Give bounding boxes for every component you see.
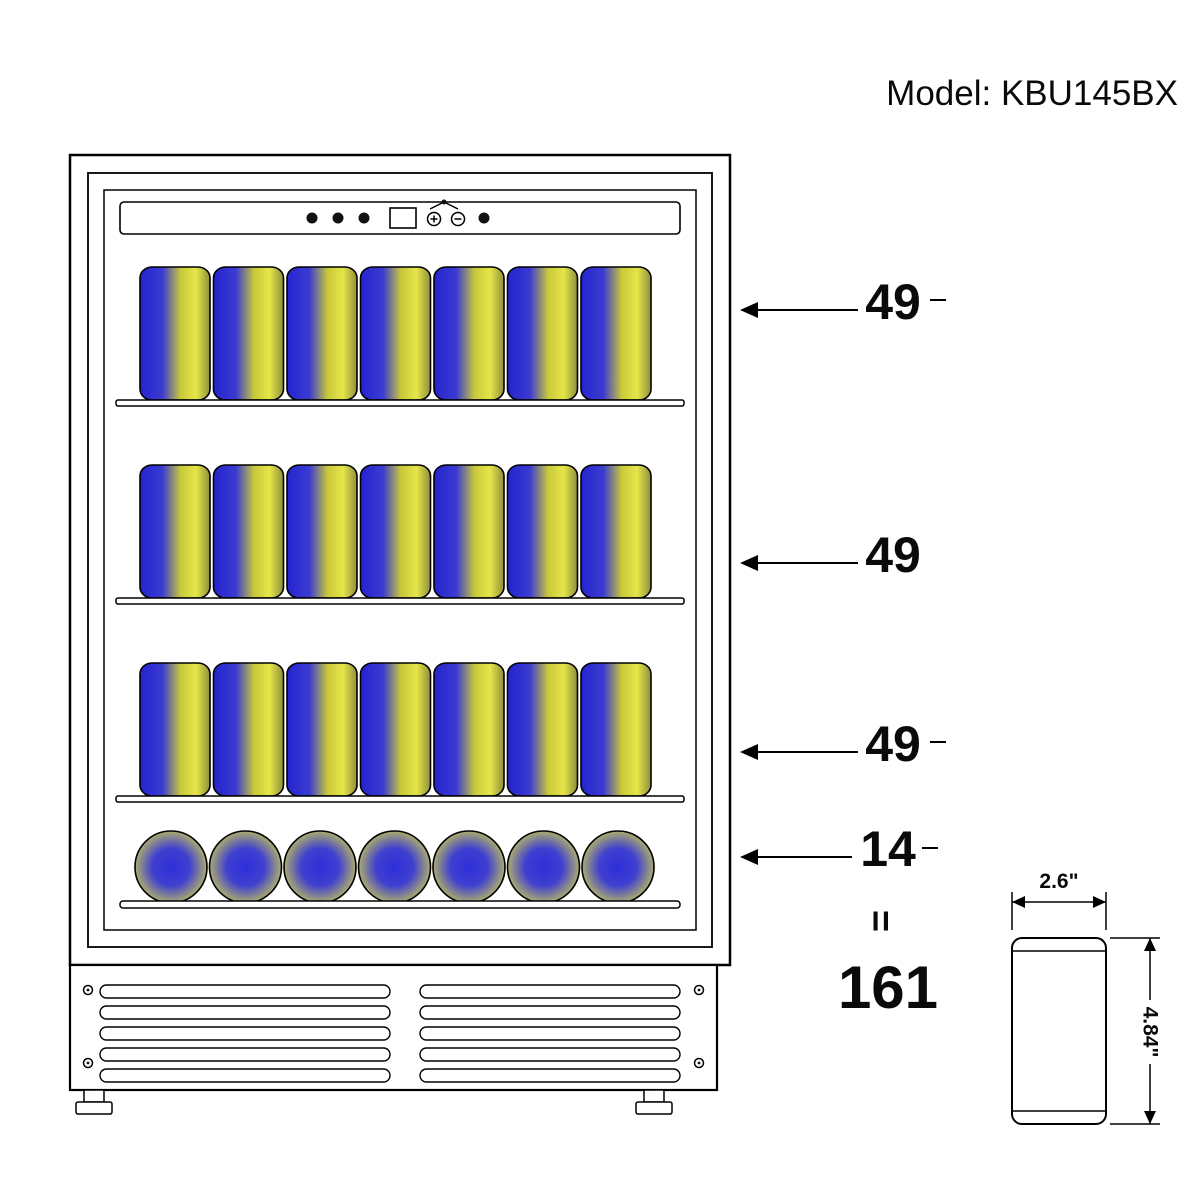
standing-can <box>286 464 358 599</box>
light-button-icon <box>332 212 344 224</box>
standing-can <box>580 662 652 797</box>
mode-button-icon <box>358 212 370 224</box>
standing-can <box>286 662 358 797</box>
vent-slat <box>99 1047 391 1062</box>
screw-icon <box>82 984 94 996</box>
can-width-dimension: 2.6" <box>1011 870 1107 930</box>
display-screen-icon <box>389 207 417 229</box>
standing-can <box>139 464 211 599</box>
shelf-3 <box>115 795 685 803</box>
standing-can <box>212 662 285 797</box>
vent-slat <box>419 1026 681 1041</box>
can-height-label: 4.84" <box>1139 1007 1162 1058</box>
standing-can <box>359 266 432 401</box>
standing-can <box>433 266 505 401</box>
standing-can <box>359 662 432 797</box>
standing-can <box>506 662 579 797</box>
vent-grille-right <box>419 984 681 1083</box>
capacity-label-row4: 14 <box>860 821 916 877</box>
can-row-3 <box>115 662 685 803</box>
arrow-left-icon <box>1012 896 1025 908</box>
temp-minus-icon <box>450 211 466 227</box>
can-width-label: 2.6" <box>1039 870 1078 893</box>
can-row-1 <box>115 266 685 407</box>
screw-icons <box>82 984 705 1069</box>
can-height-dimension: 4.84" <box>1110 937 1162 1125</box>
standing-can <box>212 266 285 401</box>
standing-can <box>212 464 285 599</box>
vent-slat <box>419 984 681 999</box>
standing-can <box>506 266 579 401</box>
shelf-1 <box>115 399 685 407</box>
run-indicator-icon <box>478 212 490 224</box>
foot-left <box>75 1089 113 1115</box>
lying-can <box>581 830 655 904</box>
standing-can <box>580 266 652 401</box>
model-title: Model: KBU145BX <box>886 74 1178 113</box>
can-dimension-diagram: 2.6" 4.84" <box>1011 870 1162 1125</box>
can-row-2 <box>115 464 685 605</box>
lying-can <box>432 830 506 904</box>
arrow-left-icon <box>740 302 758 318</box>
vent-slat <box>419 1068 681 1083</box>
lying-can <box>208 830 283 904</box>
arrow-left-icon <box>740 744 758 760</box>
vent-slat <box>99 1026 391 1041</box>
vent-slat <box>99 984 391 999</box>
standing-can <box>139 266 211 401</box>
screw-icon <box>693 1057 705 1069</box>
total-capacity-label: 161 <box>838 954 938 1021</box>
temp-plus-icon <box>426 211 442 227</box>
screw-icon <box>82 1057 94 1069</box>
arrow-left-icon <box>740 849 758 865</box>
lying-can <box>283 830 357 904</box>
capacity-callout-row3: 49 <box>740 716 946 772</box>
equals-symbol: = <box>859 910 901 932</box>
power-button-icon <box>306 212 318 224</box>
standing-can <box>580 464 652 599</box>
base-section <box>68 963 719 1115</box>
screw-icon <box>693 984 705 996</box>
can-row-4-lying <box>119 830 681 909</box>
shelf-4 <box>119 900 681 909</box>
lying-can <box>506 830 581 904</box>
standing-can <box>506 464 579 599</box>
vent-slat <box>99 1068 391 1083</box>
capacity-callout-row4: 14 <box>740 821 938 877</box>
vent-slat <box>419 1047 681 1062</box>
lying-can <box>134 830 208 904</box>
vent-grille-left <box>99 984 391 1083</box>
standing-can <box>139 662 211 797</box>
control-panel <box>119 199 681 235</box>
capacity-label-row3: 49 <box>865 716 921 772</box>
capacity-label-row1: 49 <box>865 274 921 330</box>
temperature-sensor-icon <box>426 199 466 227</box>
arrow-up-icon <box>1144 938 1156 951</box>
vent-slat <box>99 1005 391 1020</box>
foot-right <box>635 1089 673 1115</box>
standing-can <box>433 662 505 797</box>
standing-can <box>359 464 432 599</box>
capacity-callout-row2: 49 <box>740 527 921 583</box>
standing-can <box>286 266 358 401</box>
standing-can <box>433 464 505 599</box>
capacity-callout-row1: 49 <box>740 274 946 330</box>
arrow-down-icon <box>1144 1111 1156 1124</box>
can-outline <box>1011 937 1107 1125</box>
arrow-right-icon <box>1093 896 1106 908</box>
vent-slat <box>419 1005 681 1020</box>
lying-can <box>357 830 432 904</box>
capacity-label-row2: 49 <box>865 527 921 583</box>
shelf-2 <box>115 597 685 605</box>
arrow-left-icon <box>740 555 758 571</box>
